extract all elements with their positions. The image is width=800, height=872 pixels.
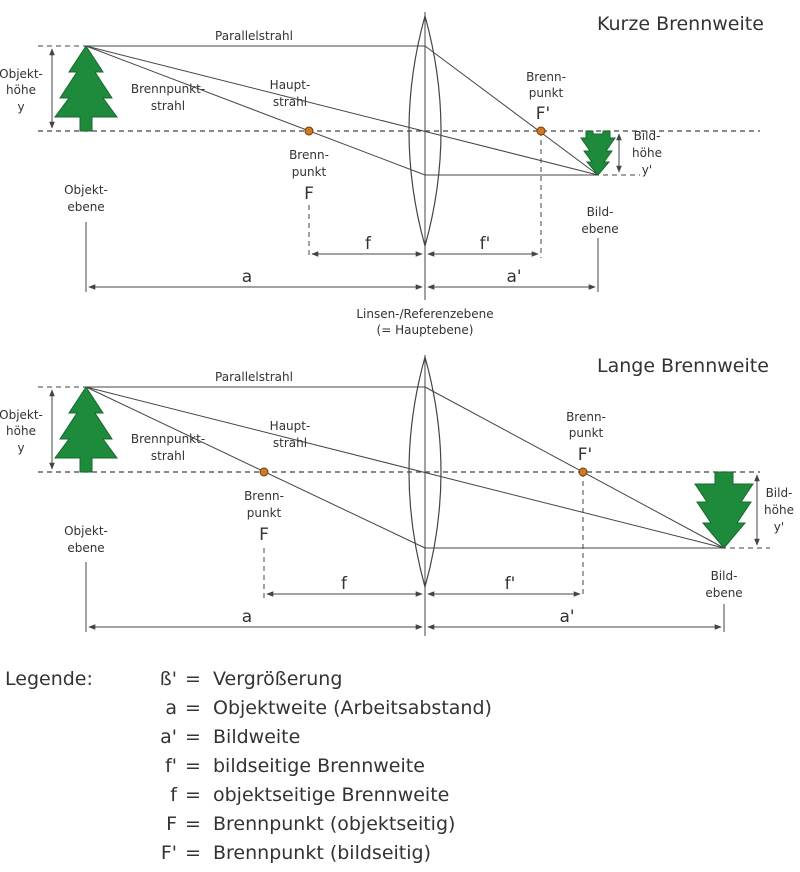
parallel-ray-label: Parallelstrahl [215,29,293,43]
lens-plane-label-sub: (= Hauptebene) [377,323,474,337]
focal-point-F-marker [304,126,314,136]
image-height-label-y: y' [774,520,784,534]
focal-point-F-prime-symbol: F' [536,104,550,124]
legend-description: bildseitige Brennweite [213,755,425,777]
focal-point-F-label-2: punkt [292,165,327,179]
object-tree-icon [54,386,118,473]
focal-point-F-prime-label: Brenn- [526,70,566,84]
image-height-label-2: höhe [632,146,662,160]
parallel-ray-label: Parallelstrahl [215,370,293,384]
dim-a-prime-label: a' [559,607,574,627]
focal-ray-label-2: strahl [151,99,185,113]
top-panel-title: Kurze Brennweite [597,13,764,35]
object-plane-label: Objekt- [64,524,108,538]
dim-a-prime-label: a' [506,267,521,287]
focal-point-F-marker [259,467,269,477]
dim-f-prime-label: f' [505,574,516,594]
object-height-label: Objekt- [0,408,43,422]
dim-f-label: f [341,574,348,594]
legend-description: Brennpunkt (objektseitig) [213,813,456,835]
focal-ray-label-2: strahl [151,449,185,463]
image-tree-icon [694,471,754,549]
legend-description: Vergrößerung [213,668,343,690]
image-plane-label: Bild- [711,569,738,583]
image-height-label-2: höhe [764,503,794,517]
chief-ray [85,386,725,549]
legend-symbol: a [165,697,177,719]
focal-point-F-label: Brenn- [244,489,284,503]
bottom-panel-title: Lange Brennweite [597,355,769,377]
object-height-label: Objekt- [0,67,43,81]
image-height-label: Bild- [766,486,793,500]
dim-a-label: a [242,267,252,287]
object-height-label-y: y [17,441,24,455]
focal-ray [85,386,426,549]
legend-equals: = [185,668,201,690]
focal-point-F-symbol: F [304,184,314,204]
legend-equals: = [185,842,201,864]
image-plane-label-2: ebene [705,586,742,600]
object-plane-label-2: ebene [67,200,104,214]
top-panel: Kurze Brennweite Paral [0,13,764,292]
focal-ray [85,45,426,176]
dim-f-prime-label: f' [480,234,491,254]
chief-ray-label: Haupt- [270,419,311,433]
lens [408,354,442,590]
image-height-label: Bild- [634,129,661,143]
focal-point-F-prime-symbol: F' [578,445,592,465]
legend-description: Bildweite [213,726,301,748]
dim-f-label: f [365,234,372,254]
object-height-label-2: höhe [6,424,36,438]
focal-ray-label: Brennpunkt- [131,432,205,446]
chief-ray [85,45,599,176]
focal-point-F-symbol: F [259,525,269,545]
legend-symbol: F [166,813,177,835]
object-height-label-y: y [17,100,24,114]
legend-equals: = [185,755,201,777]
legend-symbol: ß' [159,668,177,690]
legend-equals: = [185,697,201,719]
focal-point-F-prime-label-2: punkt [569,426,604,440]
legend-heading: Legende: [5,668,93,690]
parallel-ray-refracted [424,386,725,549]
focal-ray-label: Brennpunkt- [131,82,205,96]
legend-description: Brennpunkt (bildseitig) [213,842,431,864]
image-plane-label-2: ebene [581,222,618,236]
legend-symbol: f' [165,755,177,777]
parallel-ray-refracted [424,45,599,176]
legend-equals: = [185,726,201,748]
image-plane-label: Bild- [587,205,614,219]
bottom-panel: Lange Brennweite Parallelstrahl Haupt- s… [0,354,794,632]
focal-point-F-label-2: punkt [247,506,282,520]
legend-description: Objektweite (Arbeitsabstand) [213,697,492,719]
focal-point-F-prime-label: Brenn- [566,410,606,424]
legend-symbol: f [170,784,177,806]
legend-equals: = [185,784,201,806]
legend-symbol: F' [160,842,177,864]
lens-plane-label: Linsen-/Referenzebene [356,307,493,321]
focal-point-F-prime-label-2: punkt [529,86,564,100]
object-tree-icon [54,45,118,132]
focal-point-F-label: Brenn- [289,148,329,162]
legend-symbol: a' [160,726,177,748]
object-height-label-2: höhe [6,83,36,97]
focal-point-F-prime-marker [578,467,588,477]
legend-description: objektseitige Brennweite [213,784,450,806]
image-tree-icon [580,130,616,176]
object-plane-label-2: ebene [67,541,104,555]
focal-point-F-prime-marker [536,126,546,136]
lens [408,13,442,249]
legend-equals: = [185,813,201,835]
object-plane-label: Objekt- [64,183,108,197]
image-height-label-y: y' [642,163,652,177]
chief-ray-label-2: strahl [273,95,307,109]
chief-ray-label: Haupt- [270,78,311,92]
chief-ray-label-2: strahl [273,436,307,450]
dim-a-label: a [242,607,252,627]
